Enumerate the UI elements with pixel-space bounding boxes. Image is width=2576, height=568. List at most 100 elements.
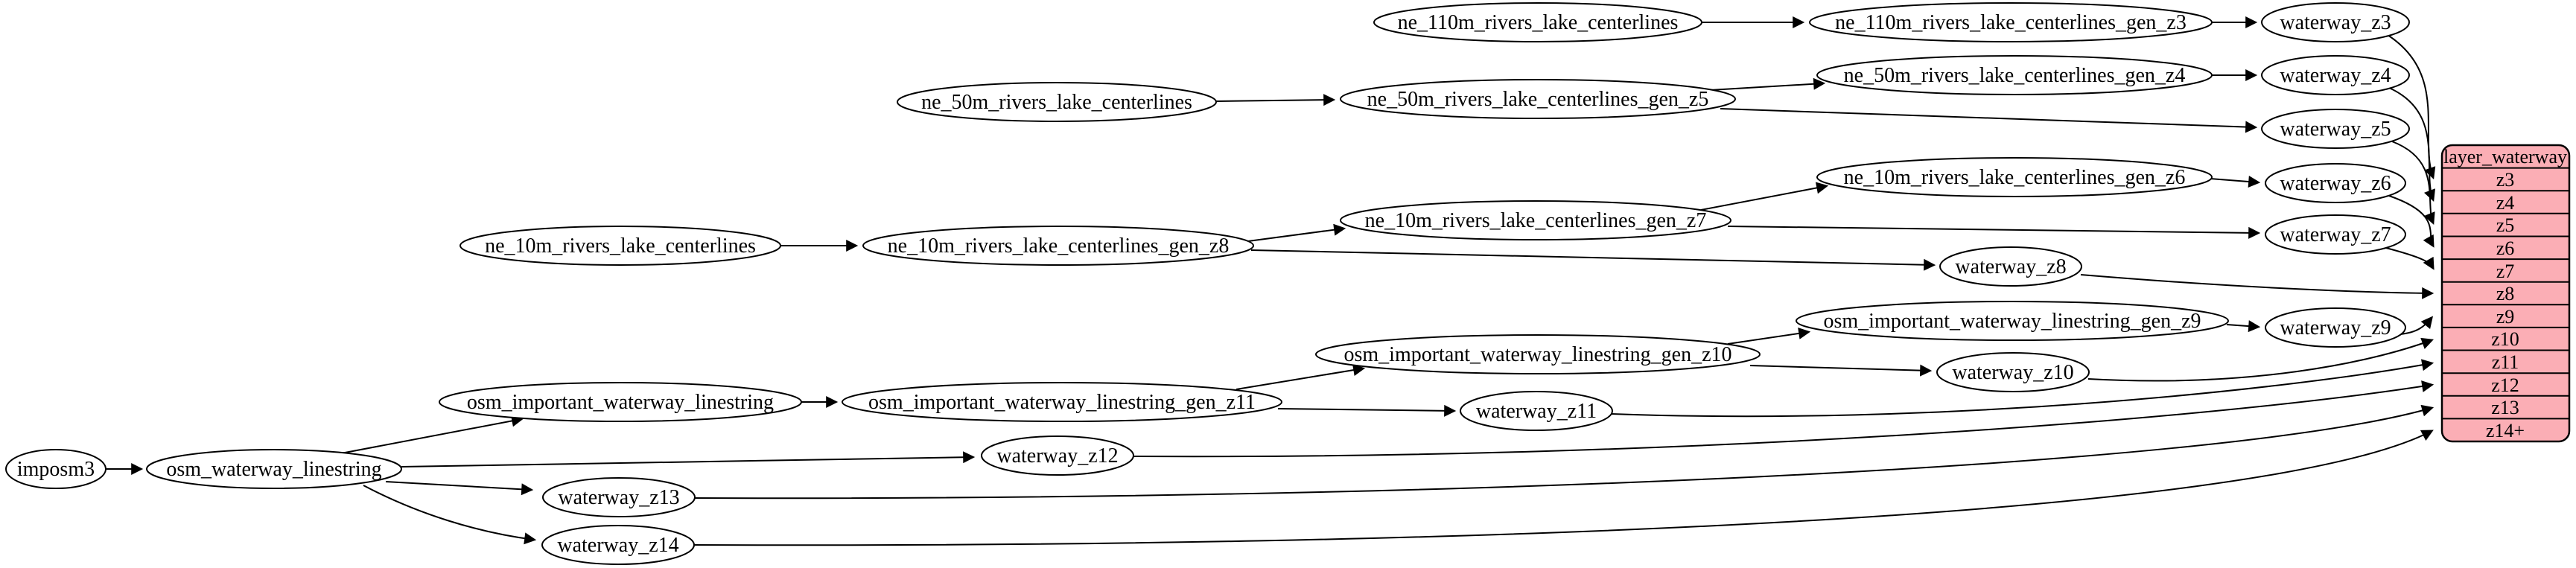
node-label: waterway_z5	[2280, 118, 2391, 141]
node-ne-50m-rivers-lake-centerlines-gen-z4: ne_50m_rivers_lake_centerlines_gen_z4	[1816, 55, 2213, 95]
node-waterway-z8: waterway_z8	[1939, 246, 2082, 287]
table-row-z9: z9	[2496, 306, 2515, 328]
node-ne-110m-rivers-lake-centerlines-gen-z3: ne_110m_rivers_lake_centerlines_gen_z3	[1809, 2, 2213, 42]
node-waterway-z6: waterway_z6	[2265, 163, 2406, 203]
graph-edge	[1697, 77, 1826, 92]
graph-edge	[2080, 274, 2435, 299]
graph-edge	[2382, 246, 2435, 270]
node-label: ne_50m_rivers_lake_centerlines_gen_z5	[1367, 88, 1709, 111]
table-row-z12: z12	[2491, 374, 2519, 396]
node-label: waterway_z12	[996, 444, 1118, 468]
graph-edge	[385, 481, 534, 496]
table-row-z8: z8	[2496, 283, 2515, 304]
graph-edge	[2399, 316, 2434, 335]
table-row-z13: z13	[2491, 397, 2519, 418]
node-label: ne_10m_rivers_lake_centerlines_gen_z6	[1844, 166, 2186, 189]
node-waterway-z9: waterway_z9	[2265, 307, 2406, 348]
graph-edge	[1132, 380, 2435, 458]
node-waterway-z12: waterway_z12	[981, 435, 1134, 476]
graph-edge	[401, 451, 976, 468]
table-row-z4: z4	[2496, 192, 2515, 214]
node-label: waterway_z9	[2280, 316, 2391, 339]
node-osm-important-waterway-linestring-gen-z10: osm_important_waterway_linestring_gen_z1…	[1315, 334, 1761, 374]
node-waterway-z7: waterway_z7	[2265, 214, 2406, 255]
node-label: osm_important_waterway_linestring	[467, 391, 774, 414]
graph-edge	[1250, 249, 1936, 271]
graph-edge	[2391, 141, 2435, 225]
node-ne-50m-rivers-lake-centerlines: ne_50m_rivers_lake_centerlines	[897, 82, 1217, 122]
table-row-z11: z11	[2492, 351, 2519, 373]
graph-edge	[1215, 94, 1336, 106]
node-label: ne_110m_rivers_lake_centerlines	[1398, 11, 1679, 34]
node-label: waterway_z10	[1952, 361, 2073, 384]
graph-edge	[1727, 226, 2261, 239]
layer-waterway-table: layer_waterway z3 z4 z5 z6 z7 z8 z9 z10 …	[2440, 144, 2571, 443]
table-row-z7: z7	[2496, 261, 2515, 282]
node-osm-important-waterway-linestring: osm_important_waterway_linestring	[439, 382, 802, 422]
node-osm-waterway-linestring: osm_waterway_linestring	[146, 449, 402, 489]
node-label: ne_50m_rivers_lake_centerlines_gen_z4	[1844, 64, 2186, 87]
graph-edge	[1700, 182, 1829, 211]
graph-edge	[693, 430, 2434, 546]
node-ne-10m-rivers-lake-centerlines: ne_10m_rivers_lake_centerlines	[459, 226, 781, 266]
table-title: layer_waterway	[2443, 146, 2567, 167]
node-waterway-z5: waterway_z5	[2261, 109, 2410, 149]
graph-edge	[1727, 327, 1811, 345]
graph-edge	[2387, 34, 2436, 180]
node-ne-10m-rivers-lake-centerlines-gen-z6: ne_10m_rivers_lake_centerlines_gen_z6	[1816, 157, 2213, 197]
edge-layer	[106, 16, 2436, 546]
graph-edge	[1720, 108, 2258, 133]
node-ne-110m-rivers-lake-centerlines: ne_110m_rivers_lake_centerlines	[1373, 2, 1702, 42]
node-ne-10m-rivers-lake-centerlines-gen-z7: ne_10m_rivers_lake_centerlines_gen_z7	[1340, 200, 1731, 240]
graph-edge	[2388, 195, 2435, 248]
node-label: waterway_z11	[1476, 400, 1597, 423]
node-label: osm_important_waterway_linestring_gen_z1…	[868, 391, 1256, 414]
node-label: osm_important_waterway_linestring_gen_z9	[1824, 310, 2201, 333]
node-osm-important-waterway-linestring-gen-z11: osm_important_waterway_linestring_gen_z1…	[842, 382, 1282, 422]
node-label: waterway_z7	[2280, 223, 2391, 246]
node-label: ne_110m_rivers_lake_centerlines_gen_z3	[1835, 11, 2187, 34]
graph-edge	[1749, 364, 1933, 377]
node-waterway-z4: waterway_z4	[2261, 55, 2410, 95]
node-label: waterway_z13	[558, 486, 679, 509]
node-ne-10m-rivers-lake-centerlines-gen-z8: ne_10m_rivers_lake_centerlines_gen_z8	[862, 226, 1254, 266]
node-label: waterway_z4	[2280, 64, 2391, 87]
node-osm-important-waterway-linestring-gen-z9: osm_important_waterway_linestring_gen_z9	[1796, 301, 2229, 341]
node-label: waterway_z14	[557, 534, 678, 557]
node-ne-50m-rivers-lake-centerlines-gen-z5: ne_50m_rivers_lake_centerlines_gen_z5	[1340, 79, 1736, 119]
table-row-z6: z6	[2496, 237, 2515, 259]
node-label: ne_10m_rivers_lake_centerlines_gen_z8	[888, 234, 1230, 258]
node-imposm3: imposm3	[5, 449, 106, 489]
graph-edge	[2226, 320, 2261, 333]
node-label: ne_10m_rivers_lake_centerlines_gen_z7	[1365, 209, 1707, 232]
graph-edge	[2087, 337, 2435, 382]
node-waterway-z10: waterway_z10	[1936, 352, 2090, 392]
node-label: osm_important_waterway_linestring_gen_z1…	[1344, 343, 1732, 366]
node-label: imposm3	[17, 458, 95, 481]
table-row-z14plus: z14+	[2486, 420, 2525, 441]
graph-edge	[1235, 364, 1366, 390]
node-waterway-z3: waterway_z3	[2261, 2, 2410, 42]
graph-edge	[2388, 87, 2436, 202]
layer-waterway-table-frame	[2440, 144, 2571, 443]
node-label: ne_50m_rivers_lake_centerlines	[921, 91, 1192, 114]
graph-edge	[1611, 359, 2435, 418]
graph-edge	[363, 485, 537, 545]
graph-edge	[340, 415, 524, 454]
table-row-z5: z5	[2496, 214, 2515, 236]
table-row-z3: z3	[2496, 169, 2515, 191]
table-row-z10: z10	[2491, 328, 2519, 350]
node-label: waterway_z8	[1955, 255, 2066, 278]
node-label: osm_waterway_linestring	[166, 458, 381, 481]
graph-edge	[2210, 176, 2261, 188]
node-label: waterway_z6	[2280, 172, 2391, 195]
node-waterway-z14: waterway_z14	[541, 525, 695, 565]
node-label: ne_10m_rivers_lake_centerlines	[485, 234, 756, 258]
node-label: waterway_z3	[2280, 11, 2391, 34]
node-waterway-z13: waterway_z13	[542, 477, 696, 517]
graph-edge	[693, 404, 2435, 500]
graph-edge	[1277, 404, 1457, 417]
node-waterway-z11: waterway_z11	[1460, 391, 1613, 431]
